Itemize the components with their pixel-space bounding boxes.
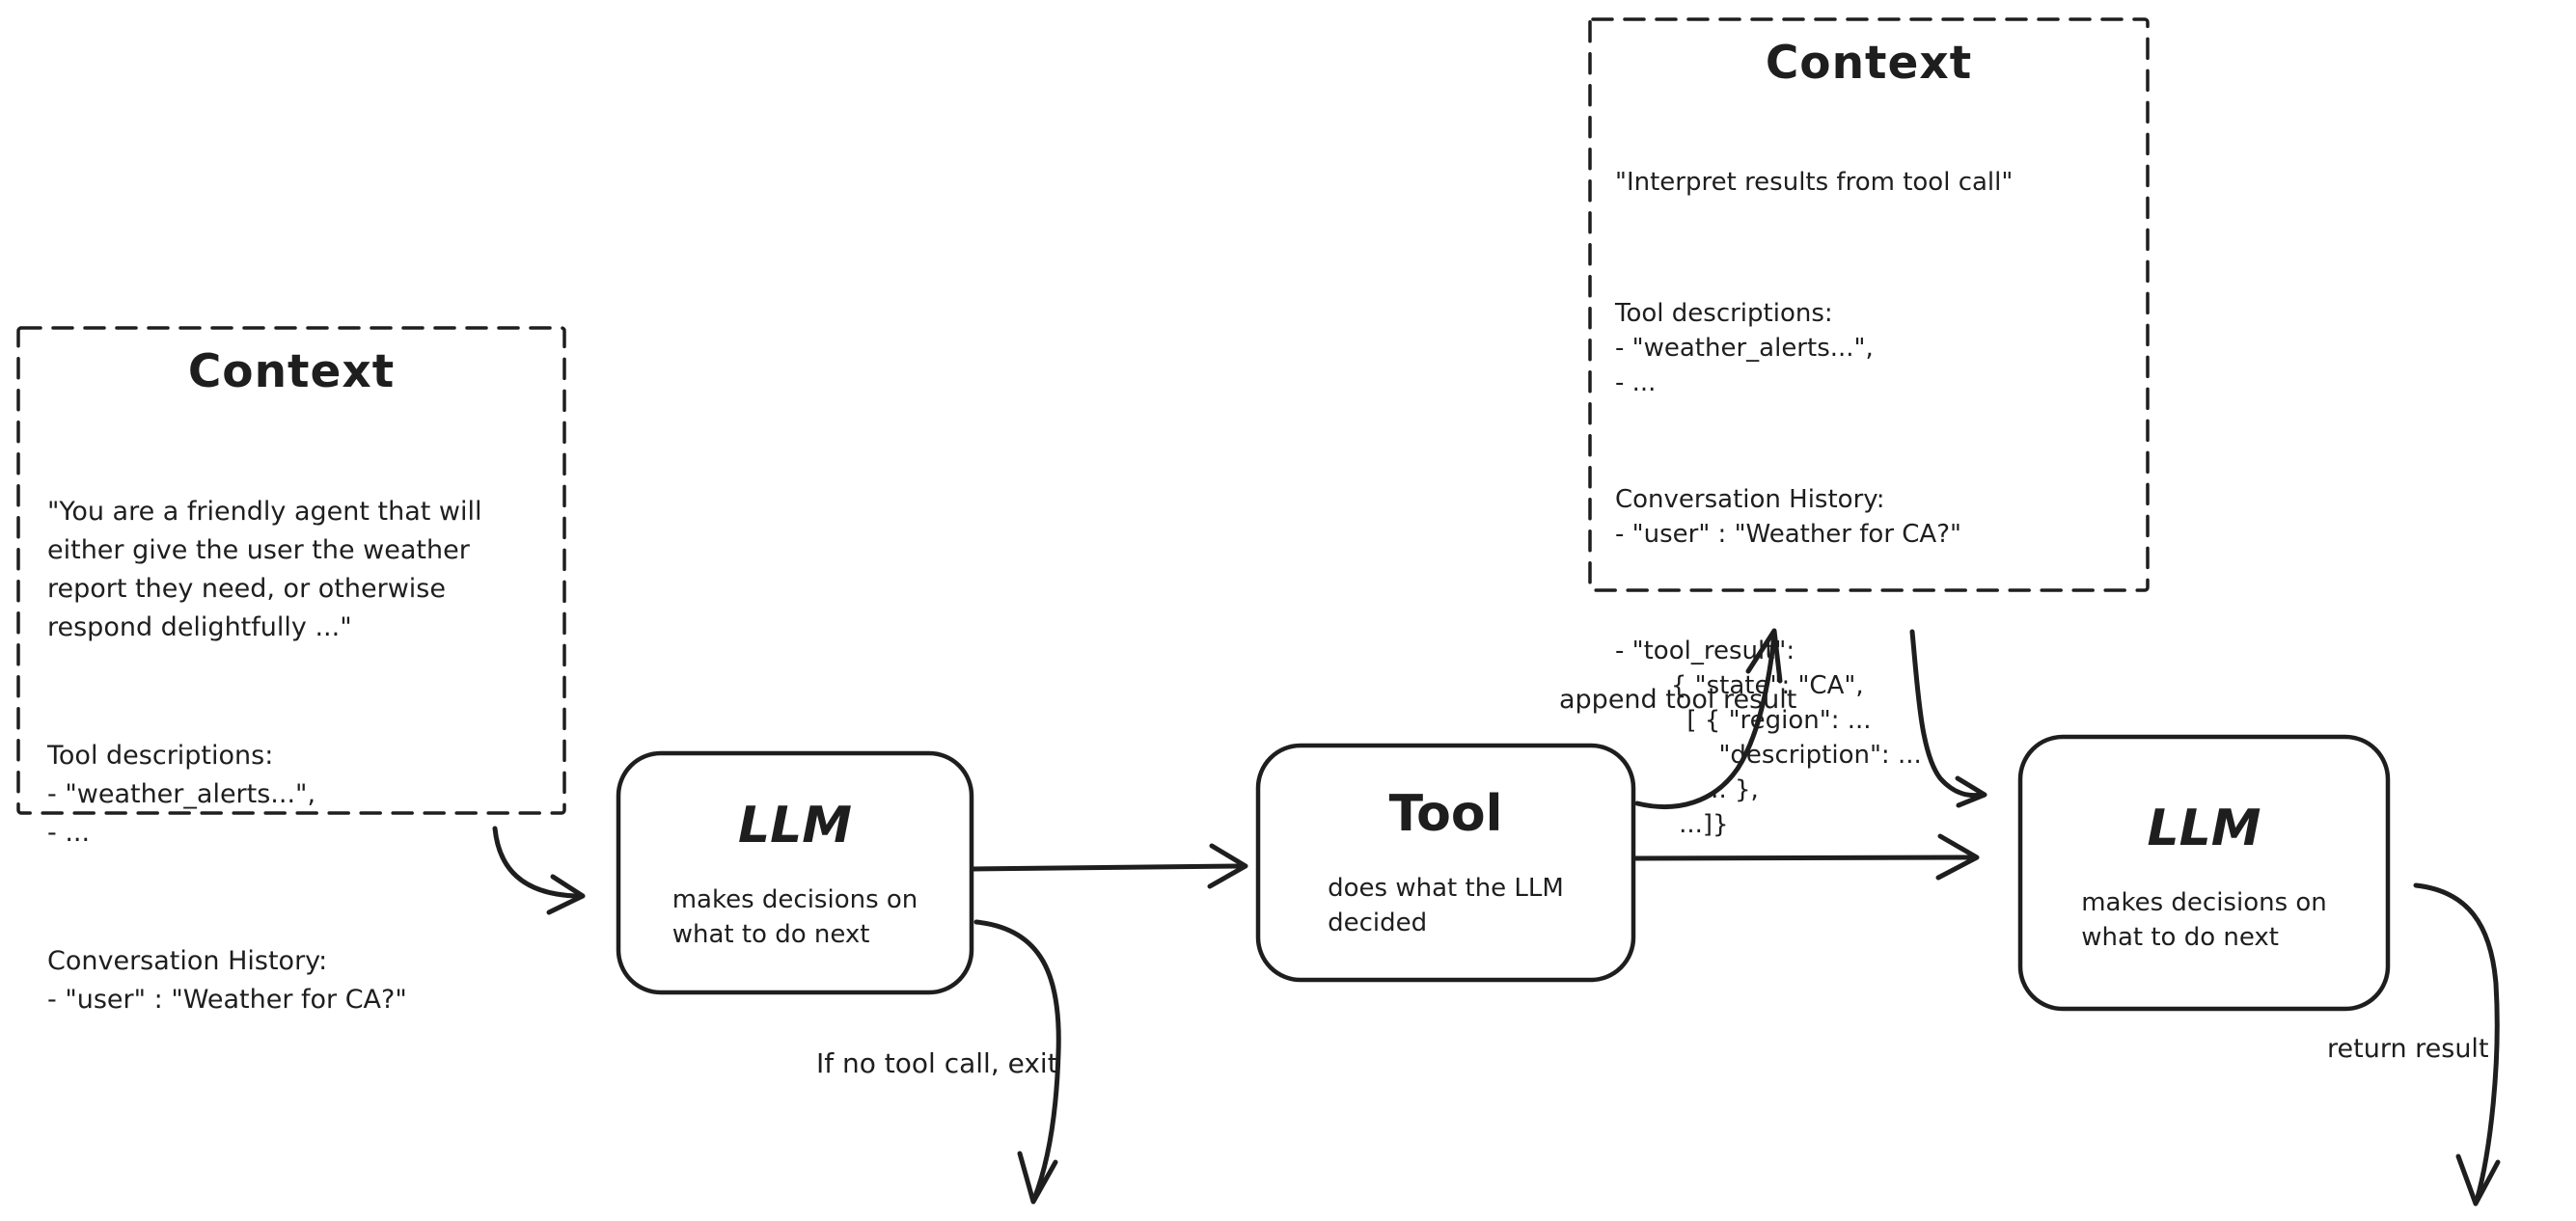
- context-section-conversation-history: Conversation History: - "user" : "Weather…: [47, 942, 549, 1019]
- text-line: makes decisions on: [2081, 887, 2327, 917]
- arrow-llm2-return-result-head: [2455, 1153, 2501, 1207]
- tool-node-border: [1255, 743, 1636, 983]
- llm-node-2: LLM makes decisions on what to do next: [2018, 735, 2390, 1011]
- llm-node-2-subtitle: makes decisions on what to do next: [2081, 885, 2327, 955]
- tool-node-title: Tool: [1388, 785, 1503, 843]
- arrow-tool-to-llm2: [1632, 855, 1974, 861]
- text-line: decided: [1328, 908, 1428, 937]
- text-line: ... },: [1615, 775, 1759, 804]
- edge-label-no-tool-call-exit: If no tool call, exit: [816, 1047, 1058, 1079]
- text-line: "description": ...: [1615, 741, 1922, 770]
- llm-node-1-title: LLM: [737, 797, 852, 855]
- text-line: Conversation History:: [47, 946, 328, 976]
- arrow-llm1-exit: [973, 919, 1061, 1202]
- text-line: makes decisions on: [671, 884, 918, 914]
- context-box-after-tool-border: [1588, 17, 2150, 592]
- text-line: - ...: [1615, 368, 1657, 397]
- text-line: ...]}: [1615, 810, 1729, 839]
- context-section-system-prompt: "You are a friendly agent that will eithe…: [47, 493, 549, 647]
- context-box-after-tool-body: "Interpret results from tool call" Tool …: [1615, 95, 2136, 924]
- text-line: does what the LLM: [1328, 873, 1564, 903]
- text-line: either give the user the weather: [47, 535, 470, 565]
- text-line: respond delightfully ...": [47, 612, 352, 642]
- arrow-context-to-llm1: [492, 826, 579, 899]
- llm-node-2-border: [2017, 734, 2391, 1012]
- llm-node-1-border: [616, 750, 974, 995]
- context-section-tool-descriptions: Tool descriptions: - "weather_alerts...",…: [47, 737, 549, 853]
- arrow-context2-to-llm2-head: [1955, 775, 1987, 808]
- text-line: - "weather_alerts...",: [47, 779, 316, 809]
- edge-label-append-tool-result: append tool result: [1559, 685, 1797, 715]
- llm-node-2-title: LLM: [2147, 800, 2261, 857]
- text-line: - "user" : "Weather for CA?": [47, 985, 407, 1015]
- text-line: what to do next: [2081, 922, 2279, 952]
- text-line: { "state": "CA",: [1615, 671, 1864, 700]
- text-line: - "weather_alerts...",: [1615, 334, 1874, 363]
- text-line: what to do next: [671, 919, 870, 949]
- arrow-tool-append-result-head: [1745, 628, 1783, 684]
- text-line: report they need, or otherwise: [47, 574, 446, 604]
- edge-label-return-result: return result: [2327, 1034, 2489, 1064]
- arrow-llm1-to-tool: [970, 863, 1243, 872]
- context-box-initial-body: "You are a friendly agent that will eithe…: [47, 416, 549, 1109]
- context-section-tool-result: - "tool_result": { "state": "CA", [ { "r…: [1615, 634, 2136, 842]
- text-line: Conversation History:: [1615, 485, 1885, 514]
- text-line: - ...: [47, 818, 91, 848]
- text-line: - "tool_result":: [1615, 637, 1795, 665]
- text-line: "Interpret results from tool call": [1615, 168, 2014, 197]
- arrow-llm2-return-result: [2413, 882, 2500, 1204]
- context-box-initial-border: [16, 326, 566, 815]
- text-line: "You are a friendly agent that will: [47, 497, 482, 527]
- arrow-context2-to-llm2: [1909, 629, 1985, 799]
- context-box-after-tool-title: Context: [1765, 37, 1973, 90]
- llm-node-1-subtitle: makes decisions on what to do next: [672, 882, 918, 952]
- context-section-tool-descriptions: Tool descriptions: - "weather_alerts...",…: [1615, 296, 2136, 400]
- llm-node-1: LLM makes decisions on what to do next: [617, 751, 973, 994]
- arrow-context-to-llm1-head: [546, 874, 586, 915]
- arrow-tool-to-llm2-head: [1935, 833, 1980, 881]
- context-box-initial-title: Context: [187, 345, 396, 398]
- context-section-conversation-history: Conversation History: - "user" : "Weather…: [1615, 482, 2136, 552]
- text-line: Tool descriptions:: [1615, 299, 1833, 328]
- arrow-llm1-exit-head: [1017, 1151, 1058, 1205]
- arrow-llm1-to-tool-head: [1207, 843, 1248, 889]
- context-box-initial: Context "You are a friendly agent that w…: [16, 326, 566, 1015]
- tool-node: Tool does what the LLM decided: [1256, 744, 1635, 982]
- text-line: - "user" : "Weather for CA?": [1615, 520, 1961, 549]
- arrow-tool-append-result: [1634, 631, 1777, 810]
- text-line: Tool descriptions:: [47, 741, 274, 771]
- context-box-after-tool: Context "Interpret results from tool cal…: [1588, 17, 2150, 839]
- tool-node-subtitle: does what the LLM decided: [1328, 871, 1564, 940]
- context-section-system-prompt: "Interpret results from tool call": [1615, 165, 2136, 200]
- text-line: [ { "region": ...: [1615, 706, 1872, 735]
